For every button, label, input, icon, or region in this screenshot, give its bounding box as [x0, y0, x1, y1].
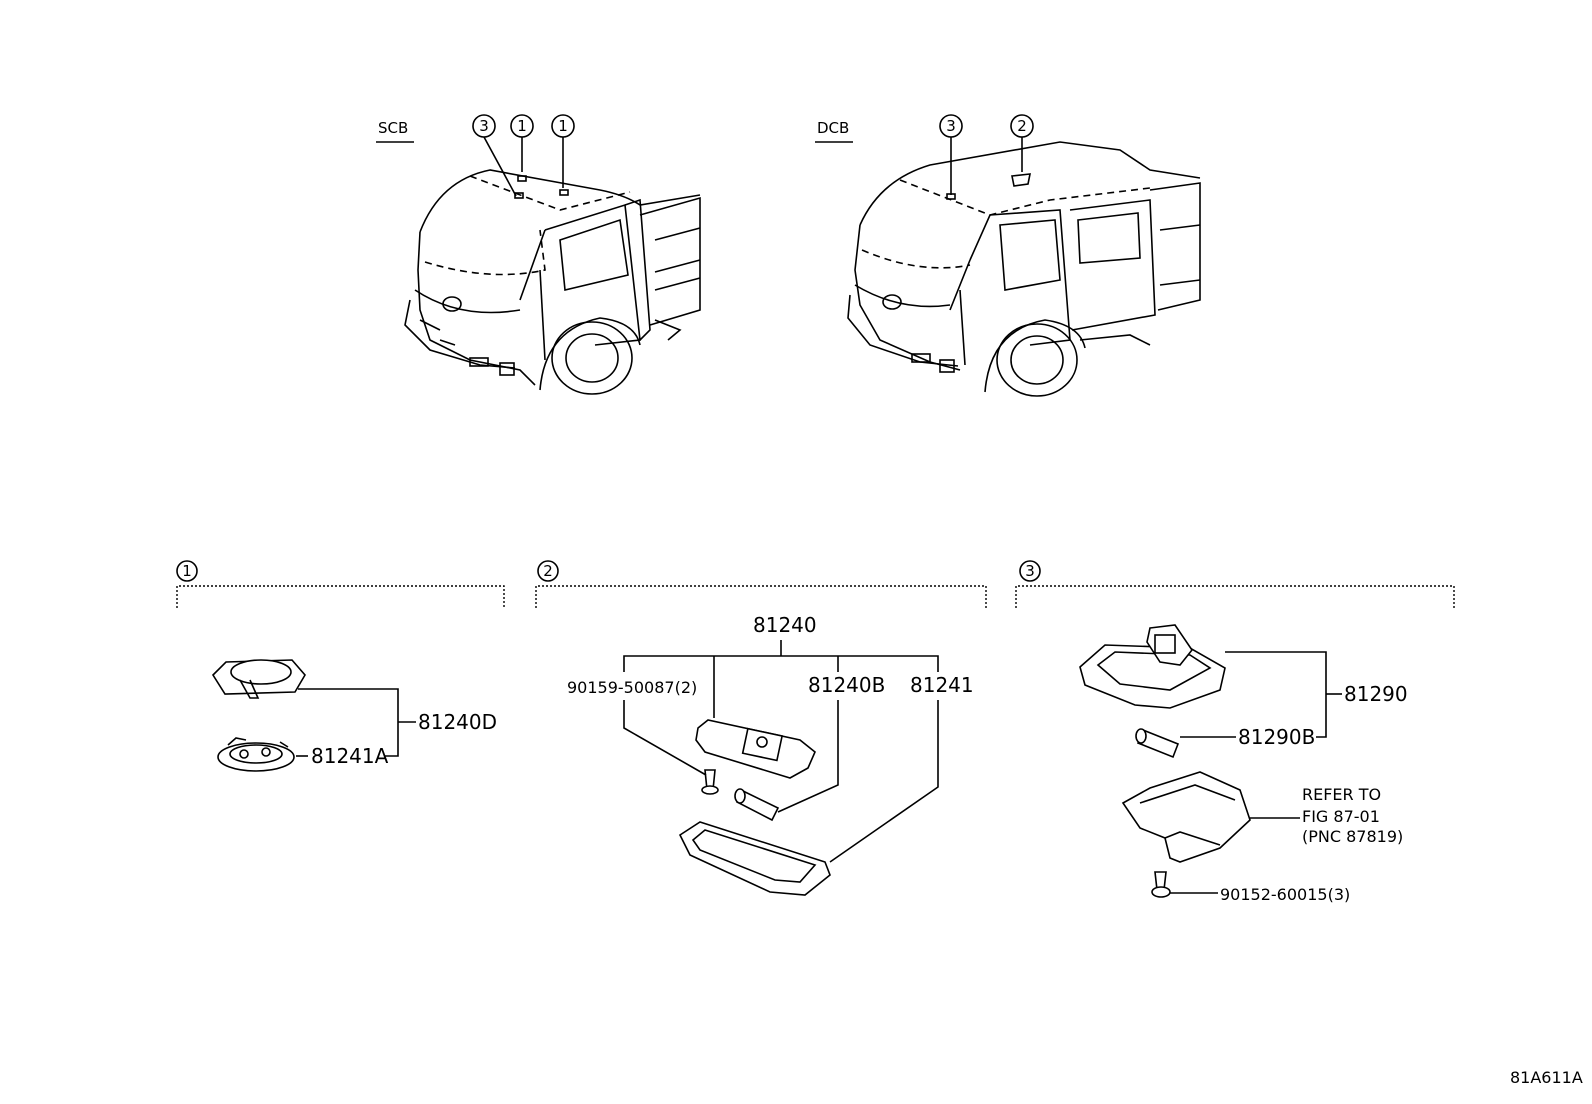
scb-label: SCB — [378, 119, 408, 137]
refer-to-note: REFER TO FIG 87-01 (PNC 87819) — [1302, 785, 1403, 846]
svg-text:3: 3 — [946, 117, 956, 135]
part-90159-50087: 90159-50087(2) — [567, 678, 697, 697]
scb-callout-1a: 1 — [510, 114, 534, 138]
lamp-assy-81290-illustration — [1079, 624, 1226, 709]
scb-callout-1b: 1 — [551, 114, 575, 138]
svg-text:REFER TO: REFER TO — [1302, 785, 1381, 804]
group-3: 3 81290 81290B 901 — [1015, 560, 1455, 904]
svg-text:FIG 87-01: FIG 87-01 — [1302, 807, 1380, 826]
part-81240D: 81240D — [418, 710, 497, 734]
lamp-housing-81240-illustration — [695, 719, 816, 779]
part-81240B: 81240B — [808, 673, 885, 697]
dcb-label: DCB — [817, 119, 849, 137]
scb-truck-illustration: SCB 3 1 1 — [376, 114, 701, 395]
part-81240: 81240 — [753, 613, 817, 637]
part-81241: 81241 — [910, 673, 974, 697]
scb-callout-3: 3 — [472, 114, 496, 138]
group-2-number: 2 — [543, 562, 553, 580]
bulb-81290B-illustration — [1135, 728, 1180, 759]
dcb-truck-illustration: DCB 3 2 — [815, 114, 1201, 397]
screw-90159-illustration — [701, 769, 719, 795]
svg-text:3: 3 — [479, 117, 489, 135]
group-1: 1 81240D 81241A — [176, 560, 505, 772]
lamp-cap-81240D-illustration — [211, 659, 306, 699]
lamp-base-81241A-illustration — [217, 737, 295, 772]
cover-87819-illustration — [1121, 771, 1251, 863]
lens-81241-illustration — [678, 821, 831, 896]
group-2: 2 81240 90159-50087(2) 81240B 81241 — [535, 560, 987, 896]
figure-code: 81A611A — [1510, 1068, 1583, 1087]
svg-text:2: 2 — [1017, 117, 1027, 135]
screw-90152-illustration — [1151, 871, 1171, 898]
part-81290: 81290 — [1344, 682, 1408, 706]
part-81290B: 81290B — [1238, 725, 1315, 749]
svg-text:(PNC 87819): (PNC 87819) — [1302, 827, 1403, 846]
group-1-number: 1 — [182, 562, 192, 580]
part-81241A: 81241A — [311, 744, 389, 768]
part-90152-60015: 90152-60015(3) — [1220, 885, 1350, 904]
bulb-81240B-illustration — [734, 788, 780, 822]
svg-text:1: 1 — [517, 117, 527, 135]
group-3-number: 3 — [1025, 562, 1035, 580]
dcb-callout-2: 2 — [1010, 114, 1034, 138]
dcb-callout-3: 3 — [939, 114, 963, 138]
svg-text:1: 1 — [558, 117, 568, 135]
